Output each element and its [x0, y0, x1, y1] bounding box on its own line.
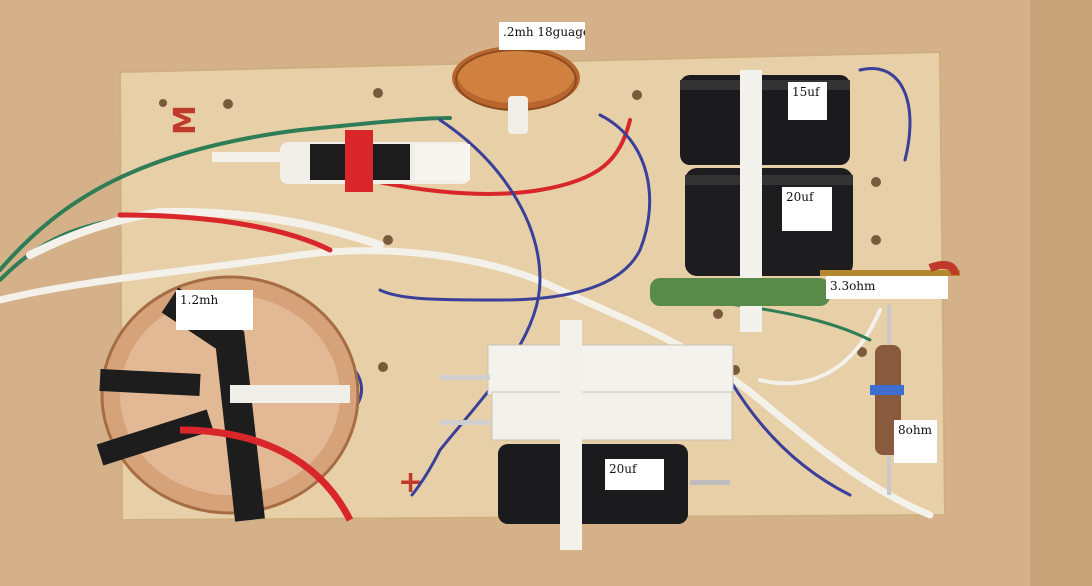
resistor-3-3ohm	[650, 260, 960, 306]
label-cap-15uf: 15uf	[788, 82, 827, 120]
small-inductor	[452, 46, 580, 134]
label-resistor-3-3ohm: 3.3ohm	[826, 276, 948, 299]
marking-m: M	[168, 105, 203, 135]
small-resistor	[212, 130, 470, 192]
label-cap-20uf-bottom: 20uf	[605, 459, 664, 490]
marking-plus: +	[398, 465, 423, 500]
label-inductor-small: .2mh 18guage	[499, 22, 585, 50]
label-cap-20uf-top: 20uf	[782, 187, 832, 231]
label-resistor-8ohm: 8ohm	[894, 420, 937, 463]
power-resistors	[440, 344, 734, 441]
wall-right-edge	[1030, 0, 1092, 586]
cable-tie-bottom	[560, 320, 582, 550]
label-inductor-large: 1.2mh	[176, 290, 253, 330]
large-inductor	[96, 275, 360, 522]
cable-tie-caps	[740, 70, 762, 332]
